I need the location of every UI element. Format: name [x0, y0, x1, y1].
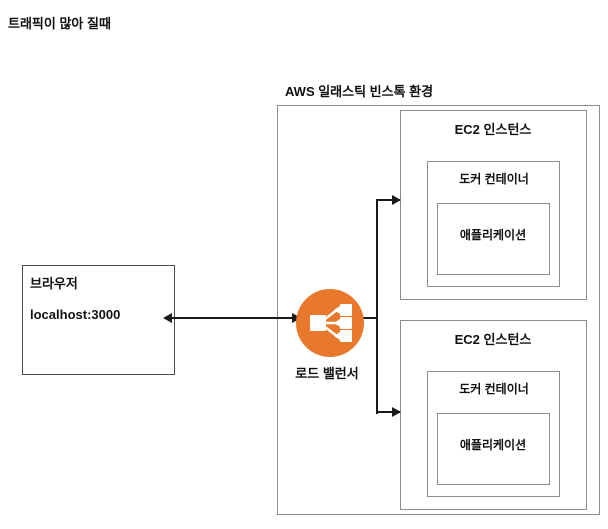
aws-environment-title: AWS 일래스틱 빈스톡 환경	[285, 84, 434, 99]
connector-split-trunk	[376, 200, 378, 414]
browser-title: 브라우저	[30, 276, 78, 291]
application-label-2: 애플리케이션	[459, 438, 527, 452]
ec2-instance-label-2: EC2 인스턴스	[454, 332, 532, 347]
connector-loadbalancer-stub	[358, 317, 378, 319]
load-balancer-node	[296, 289, 364, 357]
load-balancer-label: 로드 밸런서	[295, 366, 359, 381]
page-title: 트래픽이 많아 질때	[8, 16, 111, 31]
connector-browser-loadbalancer	[170, 317, 300, 319]
application-box-1	[437, 203, 550, 275]
browser-url-text: localhost:3000	[30, 307, 121, 322]
application-label-1: 애플리케이션	[459, 228, 527, 242]
connector-to-ec2-1	[376, 199, 400, 201]
arrowhead-to-browser	[163, 313, 172, 323]
docker-container-label-2: 도커 컨테이너	[459, 382, 529, 396]
browser-box	[22, 265, 175, 375]
load-balancer-fanout-icon	[296, 289, 364, 357]
arrowhead-to-ec2-2	[392, 407, 401, 417]
arrowhead-to-ec2-1	[392, 195, 401, 205]
ec2-instance-label-1: EC2 인스턴스	[454, 122, 532, 137]
application-box-2	[437, 413, 550, 485]
docker-container-label-1: 도커 컨테이너	[459, 172, 529, 186]
connector-to-ec2-2	[376, 411, 400, 413]
